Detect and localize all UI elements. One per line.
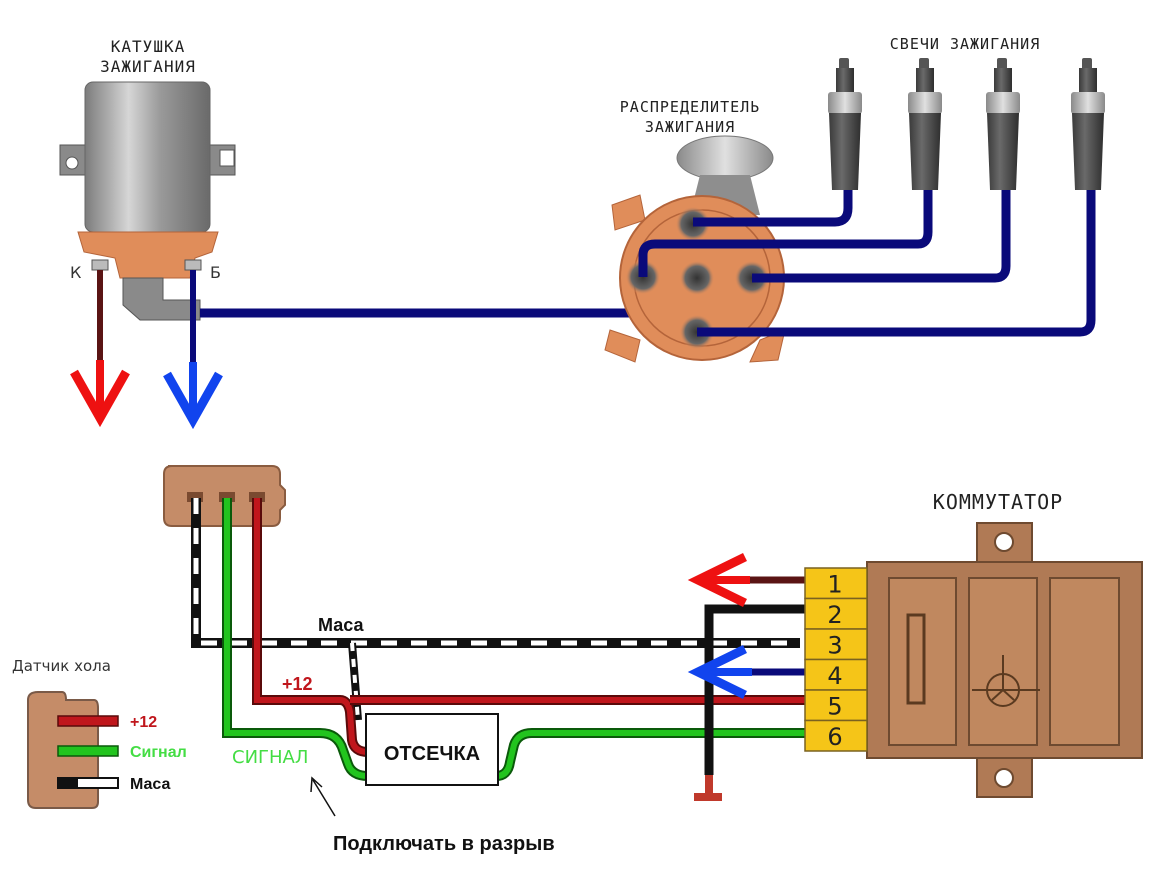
hall-sensor-legend: Датчик хола +12СигналМаса [12, 657, 187, 808]
commutator-pin-4: 4 [805, 660, 867, 691]
ignition-coil: КАТУШКА ЗАЖИГАНИЯ К Б [60, 37, 235, 420]
pin-number: 5 [827, 693, 842, 721]
coil-title-line1: КАТУШКА [111, 37, 185, 56]
cap-tower-center [680, 261, 714, 295]
ground-label: Маса [318, 615, 364, 635]
coil-bracket-slot [220, 150, 234, 166]
spark-plug [828, 58, 862, 190]
hall-sensor-title: Датчик хола [12, 657, 111, 675]
pointer-arrow-icon [313, 780, 335, 816]
commutator-pin-block: 12 34 56 [805, 568, 867, 751]
pin4-wire [698, 649, 806, 695]
commutator-pin-5: 5 [805, 690, 867, 721]
spark-plugs [828, 58, 1105, 190]
commutator-pin-2: 2 [805, 599, 867, 630]
commutator-pin-3: 3 [805, 629, 867, 660]
hall-legend-label: +12 [130, 714, 157, 731]
cap-lug [605, 330, 640, 362]
terminal-k-label: К [70, 263, 82, 282]
pin1-wire [698, 557, 806, 603]
signal-label: СИГНАЛ [232, 747, 308, 768]
commutator-pin-6: 6 [805, 721, 867, 752]
break-note: Подключать в разрыв [333, 833, 555, 855]
terminal-k [92, 260, 108, 270]
spark-plugs-title: СВЕЧИ ЗАЖИГАНИЯ [890, 35, 1040, 53]
pin-number: 2 [827, 601, 842, 629]
vacuum-unit [677, 136, 773, 180]
pin-number: 4 [827, 662, 842, 690]
pin-number: 3 [827, 632, 842, 660]
ignition-distributor: РАСПРЕДЕЛИТЕЛЬ ЗАЖИГАНИЯ [605, 98, 785, 362]
coil-body [85, 82, 210, 232]
coil-hv-outlet [123, 278, 200, 320]
hall-legend-label: Маса [130, 776, 171, 793]
commutator-pin-1: 1 [805, 568, 867, 599]
pin-number: 1 [827, 571, 842, 599]
cutoff-box-label: ОТСЕЧКА [384, 743, 480, 765]
break-annotation: Подключать в разрыв [311, 778, 555, 855]
coil-bracket-hole [66, 157, 78, 169]
spark-plug [908, 58, 942, 190]
arrow-down-blue-icon [167, 362, 219, 420]
spark-plug [986, 58, 1020, 190]
spark-plug [1071, 58, 1105, 190]
hv-wire-plug-3 [752, 190, 1006, 278]
distributor-title-line2: ЗАЖИГАНИЯ [645, 118, 735, 136]
cutoff-box: ОТСЕЧКА [366, 714, 498, 785]
terminal-b [185, 260, 201, 270]
coil-title-line2: ЗАЖИГАНИЯ [100, 57, 196, 76]
arrow-down-red-icon [74, 360, 126, 418]
plus12-label: +12 [282, 674, 313, 694]
hall-legend-label: Сигнал [130, 744, 187, 761]
arrow-left-red-icon [698, 557, 750, 603]
terminal-b-label: Б [210, 263, 221, 282]
distributor-title-line1: РАСПРЕДЕЛИТЕЛЬ [620, 98, 760, 116]
commutator-title: КОММУТАТОР [933, 490, 1063, 514]
commutator: КОММУТАТОР 12 34 56 [805, 490, 1142, 797]
pin-number: 6 [827, 723, 842, 751]
signal-wire [227, 498, 806, 776]
